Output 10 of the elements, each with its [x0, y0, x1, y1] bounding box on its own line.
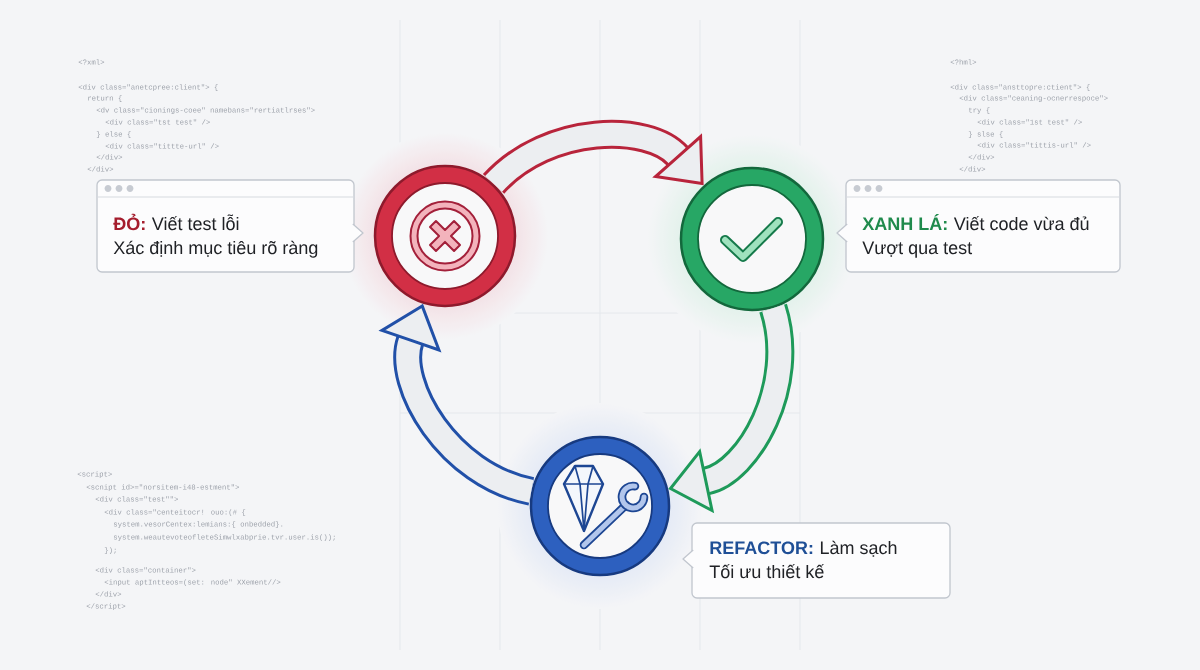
step-description: Xác định mục tiêu rõ ràng	[113, 240, 318, 258]
phase-label: XANH LÁ:	[862, 214, 947, 230]
phase-label: ĐỎ:	[113, 213, 145, 231]
step-title: Làm sạch	[820, 540, 897, 557]
step-title: Viết code vừa đủ	[953, 216, 1089, 231]
step-description: Tối ưu thiết kế	[709, 564, 825, 579]
curved-arrow	[483, 119, 704, 195]
step-description: Vượt qua test	[862, 241, 973, 258]
phase-label: REFACTOR:	[710, 541, 813, 555]
step-title: Viết test lỗi	[151, 214, 239, 231]
